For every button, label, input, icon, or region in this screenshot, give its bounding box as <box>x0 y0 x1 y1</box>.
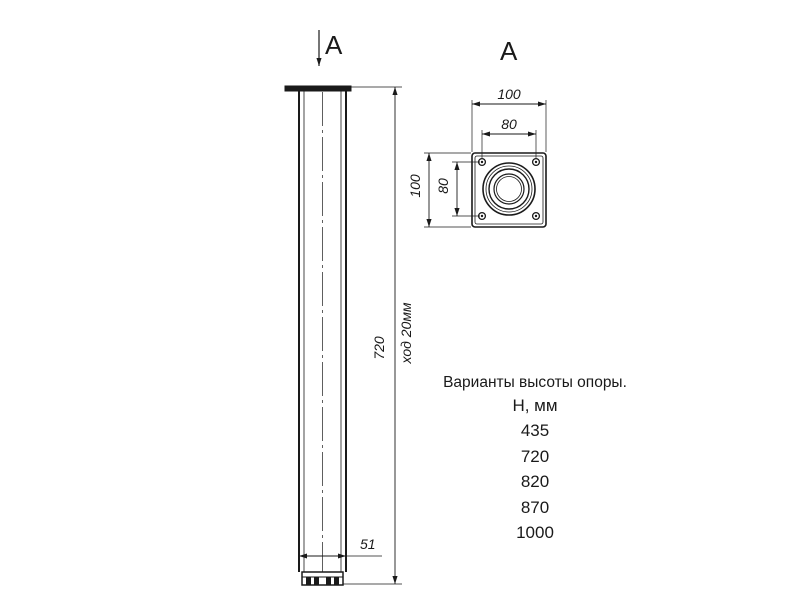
adjustable-foot <box>301 571 344 586</box>
dim-plate-width-outer: 100 <box>497 86 521 102</box>
leg-side-view <box>284 85 352 586</box>
height-option: 870 <box>520 497 550 517</box>
height-option: 720 <box>520 446 550 466</box>
height-dimension <box>343 86 402 585</box>
plate-height-dimensions <box>424 152 480 228</box>
height-options-unit: Н, мм <box>512 396 558 415</box>
height-options-caption: Варианты высоты опоры. <box>443 374 627 391</box>
dim-overall-height: 720 <box>371 336 387 360</box>
dim-plate-height-holes: 80 <box>435 178 451 194</box>
dim-plate-width-holes: 80 <box>501 116 517 132</box>
height-option: 1000 <box>516 523 554 542</box>
tube-circles <box>482 162 536 216</box>
view-arrow-label: A <box>325 30 343 60</box>
view-a-title: A <box>500 36 518 66</box>
height-options-table: Варианты высоты опоры. Н, мм 435 720 820… <box>420 372 650 546</box>
height-option: 820 <box>520 472 550 491</box>
dim-plate-height-outer: 100 <box>407 174 423 198</box>
dim-tube-diameter: 51 <box>360 536 376 552</box>
height-option: 435 <box>520 421 550 440</box>
mounting-plate <box>284 85 352 92</box>
view-direction-arrow: A <box>316 30 343 66</box>
view-a-plate <box>471 152 547 228</box>
dim-stroke: ход 20мм <box>398 302 414 364</box>
plate-width-dimensions <box>471 100 547 158</box>
